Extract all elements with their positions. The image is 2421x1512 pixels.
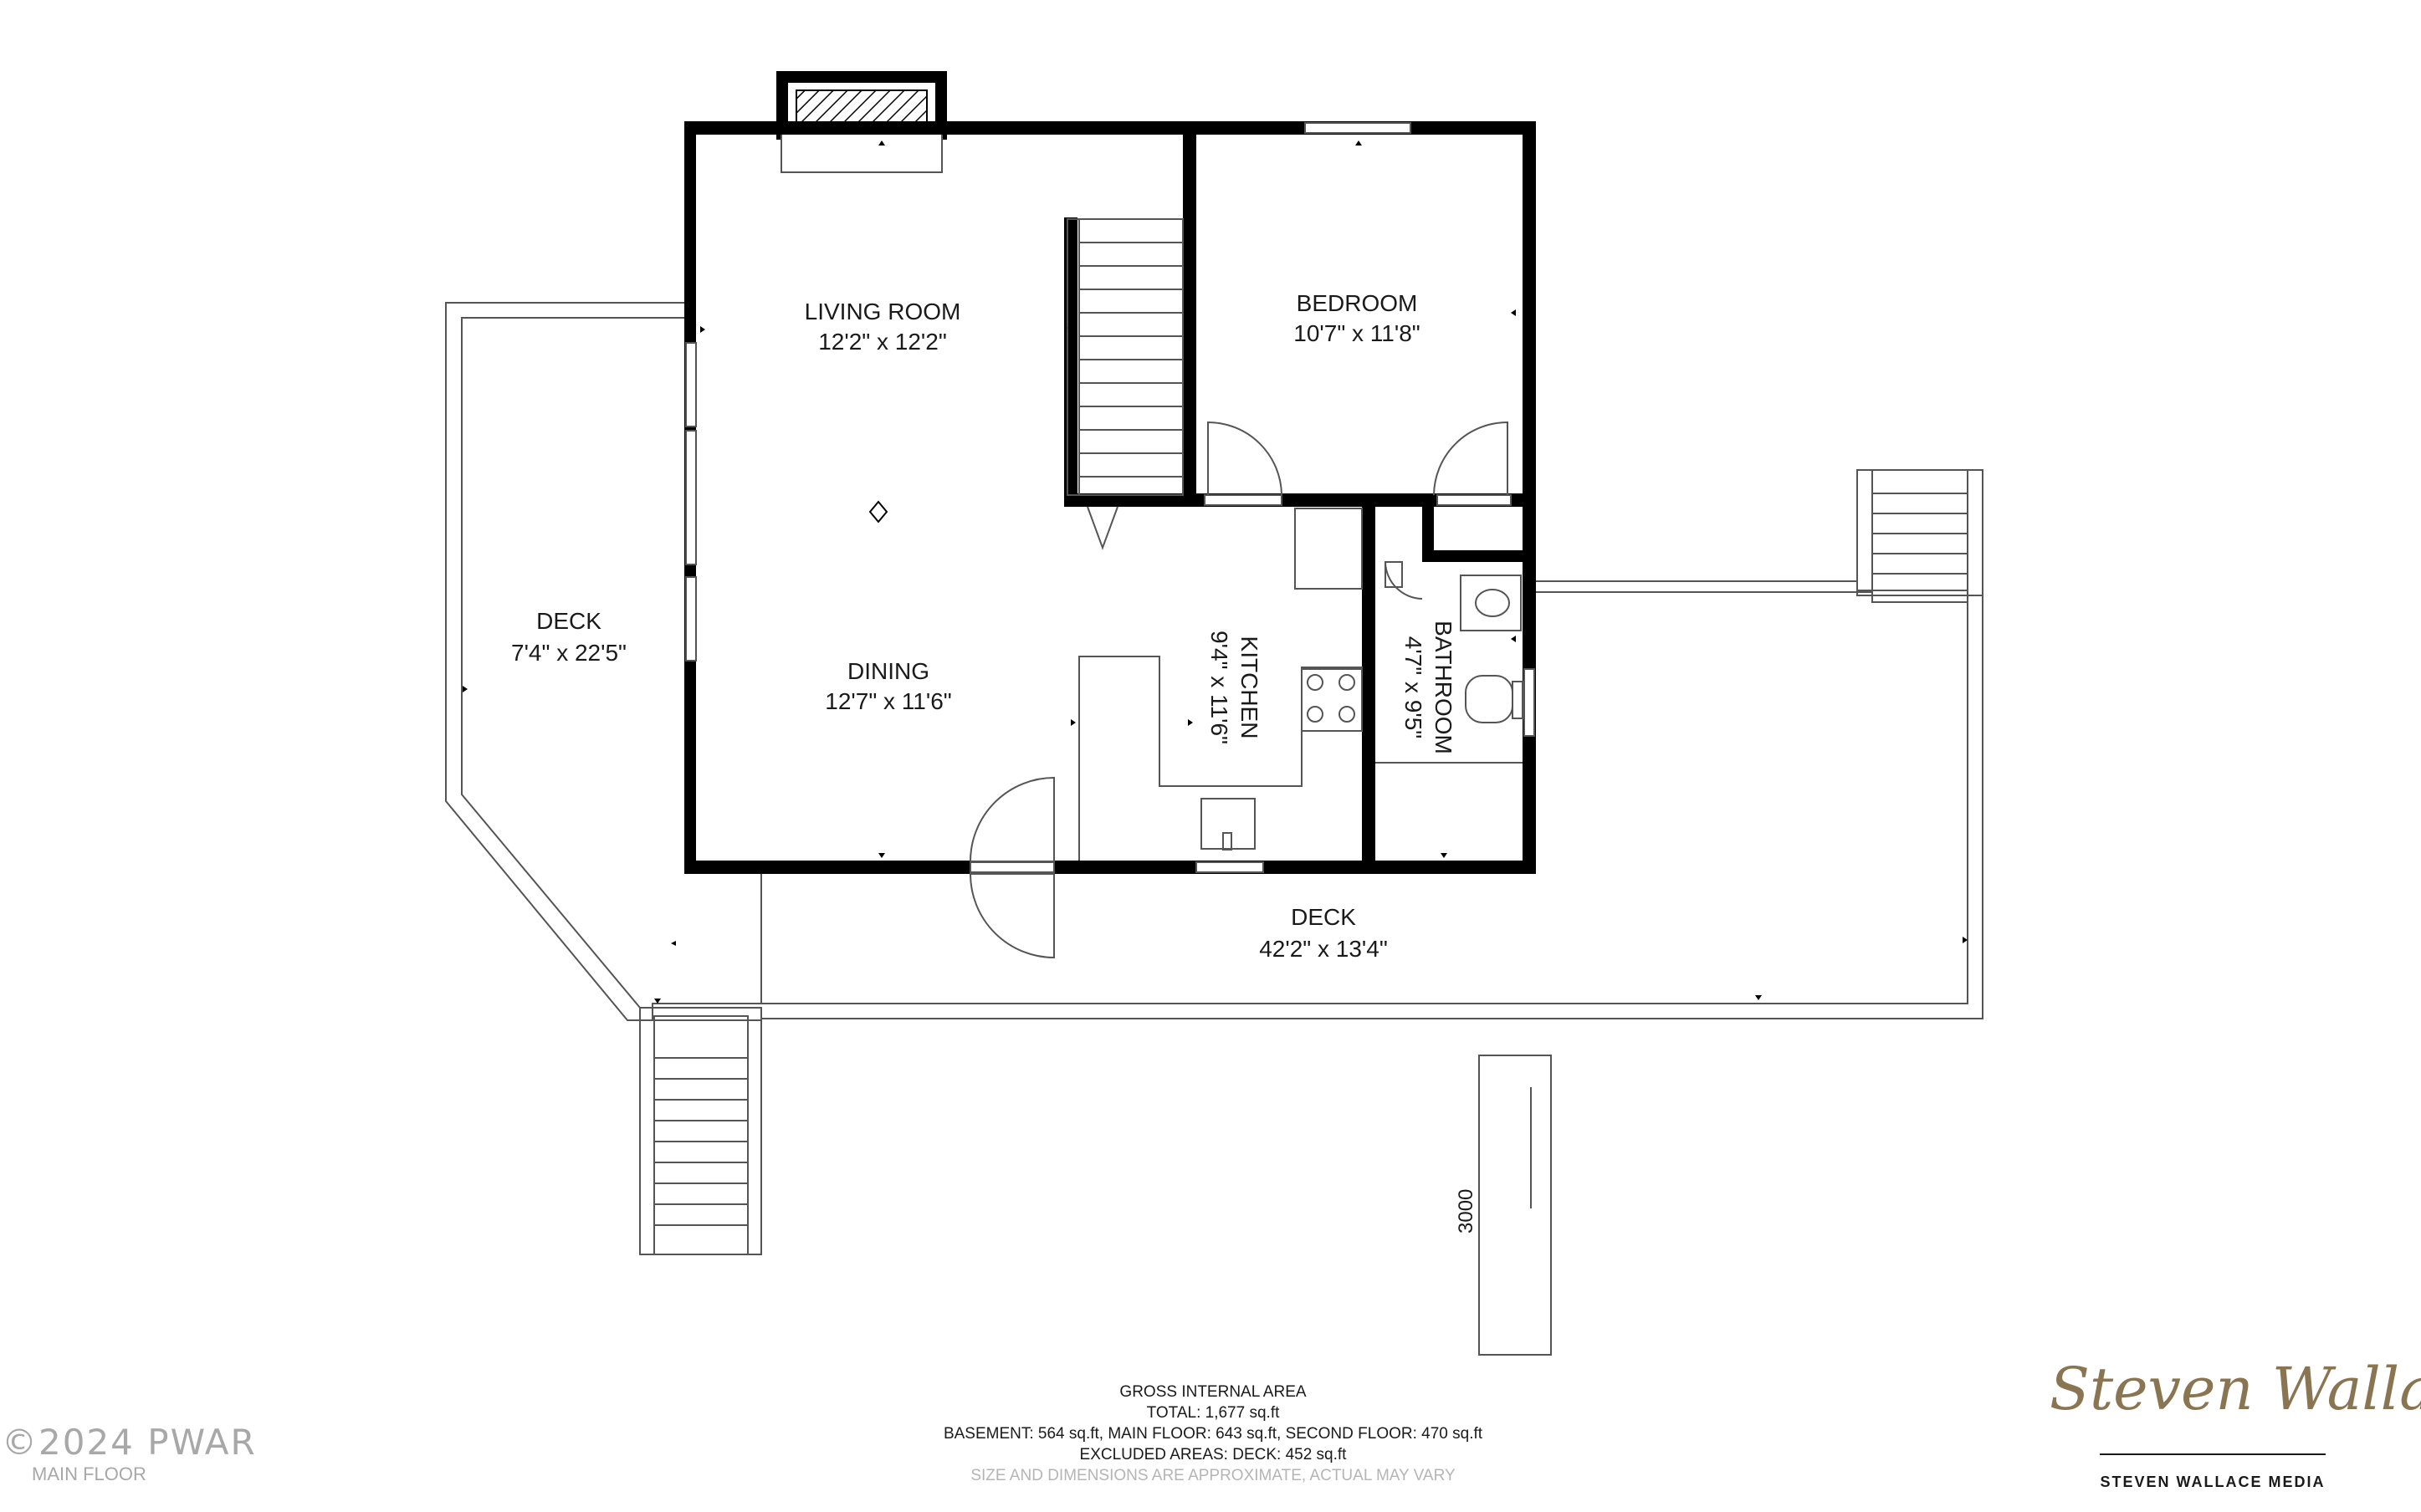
floor-label: MAIN FLOOR [32, 1463, 146, 1484]
area-disclaimer: SIZE AND DIMENSIONS ARE APPROXIMATE, ACT… [970, 1467, 1456, 1484]
living-room-dims: 12'2" x 12'2" [818, 329, 947, 355]
bathroom-name: BATHROOM [1431, 621, 1456, 754]
living-room-name: LIVING ROOM [805, 299, 961, 324]
brand-divider [2100, 1453, 2326, 1455]
door-swings [969, 421, 1508, 959]
area-total: TOTAL: 1,677 sq.ft [1146, 1404, 1280, 1422]
bathroom-dims: 4'7" x 9'5" [1400, 636, 1426, 738]
brand-logo-script: Steven Wallace [2050, 1355, 2421, 1423]
area-heading: GROSS INTERNAL AREA [1119, 1383, 1307, 1401]
bathroom-fixtures [1375, 561, 1523, 764]
deck-front-dims: 42'2" x 13'4" [1259, 936, 1388, 962]
deck-front-name: DECK [1291, 904, 1356, 930]
stairs-right [1856, 469, 1983, 596]
bedroom-name: BEDROOM [1297, 290, 1418, 316]
deck-left-outline [445, 302, 761, 1021]
dimension-ticks [463, 140, 1968, 1004]
stairs-bottom-left [639, 1007, 762, 1255]
marker-box [1478, 1055, 1552, 1356]
room-labels: LIVING ROOM 12'2" x 12'2" BEDROOM 10'7" … [511, 290, 1477, 1234]
area-breakdown: BASEMENT: 564 sq.ft, MAIN FLOOR: 643 sq.… [943, 1425, 1483, 1443]
dining-name: DINING [847, 658, 929, 684]
stairs-interior [1067, 218, 1184, 496]
area-summary: GROSS INTERNAL AREA TOTAL: 1,677 sq.ft B… [837, 1382, 1589, 1486]
kitchen-fixtures [1078, 508, 1363, 861]
area-excluded: EXCLUDED AREAS: DECK: 452 sq.ft [1079, 1446, 1347, 1463]
marker-label: 3000 [1455, 1189, 1477, 1234]
brand-company-name: STEVEN WALLACE MEDIA [2100, 1474, 2326, 1490]
deck-left-name: DECK [536, 608, 601, 634]
copyright-watermark: ©2024 PWAR [2, 1422, 257, 1463]
deck-left-dims: 7'4" x 22'5" [511, 640, 627, 666]
bedroom-dims: 10'7" x 11'8" [1293, 320, 1420, 346]
kitchen-dims: 9'4" x 11'6" [1206, 631, 1232, 744]
openings [685, 122, 1535, 873]
dining-dims: 12'7" x 11'6" [825, 688, 951, 714]
kitchen-name: KITCHEN [1236, 636, 1262, 739]
